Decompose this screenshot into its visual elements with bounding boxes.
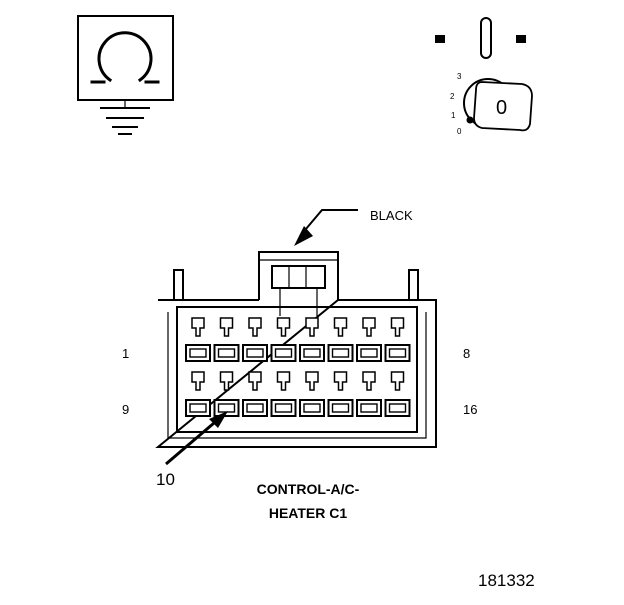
pin-12: [270, 371, 297, 417]
pin-latch: [333, 371, 348, 391]
pin-terminal-inner: [217, 403, 236, 413]
pin-latch: [219, 317, 234, 337]
pin-terminal-inner: [246, 348, 264, 358]
pin-terminal-inner: [246, 403, 264, 413]
ignition-key-icon: 3 2 1 0 0: [435, 17, 533, 136]
connector-housing: [155, 251, 437, 448]
pin-6: [327, 317, 354, 362]
pin-latch: [276, 317, 291, 337]
ignition-position-2: 2: [450, 92, 455, 101]
ignition-position-0: 0: [457, 127, 462, 136]
pin-latch: [390, 317, 405, 337]
pin-label-16: 16: [463, 402, 477, 417]
indicator-square-right: [516, 35, 526, 43]
pin-9: [185, 371, 211, 417]
key-slot-icon: [480, 17, 492, 59]
pin-7: [356, 317, 382, 362]
pin-latch: [305, 371, 319, 391]
ignition-position-3: 3: [457, 72, 462, 81]
pin-latch: [248, 317, 262, 337]
pin-latch: [362, 371, 376, 391]
pin-callout-label: 10: [156, 470, 175, 489]
ignition-position-marker: [466, 116, 474, 124]
pin-terminal-inner: [388, 403, 407, 413]
pin-16: [384, 371, 411, 417]
pin-14: [327, 371, 354, 417]
pin-latch: [362, 317, 376, 337]
connector-pins: [185, 317, 411, 417]
pin-5: [299, 317, 325, 362]
connector-title-line2: HEATER C1: [269, 505, 348, 521]
pin-latch: [333, 317, 348, 337]
pin-terminal-inner: [360, 403, 378, 413]
key-head: [473, 81, 533, 132]
pin-terminal-inner: [274, 348, 293, 358]
pin-11: [242, 371, 268, 417]
pin-terminal-inner: [303, 403, 321, 413]
pin-latch: [276, 371, 291, 391]
pin-terminal-inner: [331, 348, 350, 358]
connector-color-label: BLACK: [370, 208, 413, 223]
pin-terminal-inner: [217, 348, 236, 358]
pin-label-9: 9: [122, 402, 129, 417]
pin-latch: [305, 317, 319, 337]
pin-terminal-inner: [189, 348, 207, 358]
pin-10: [213, 371, 240, 417]
figure-number: 181332: [478, 571, 535, 590]
pin-terminal-inner: [274, 403, 293, 413]
pin-10-callout: 10: [156, 411, 228, 489]
ignition-position-1: 1: [451, 111, 456, 120]
ohm-symbol-icon: [77, 15, 174, 135]
pin-latch: [390, 371, 405, 391]
key-label: 0: [496, 97, 507, 119]
pin-13: [299, 371, 325, 417]
pin-2: [213, 317, 240, 362]
pin-3: [242, 317, 268, 362]
pin-terminal-inner: [189, 403, 207, 413]
pin-terminal-inner: [331, 403, 350, 413]
connector-title-line1: CONTROL-A/C-: [257, 481, 360, 497]
pin-terminal-inner: [360, 348, 378, 358]
color-callout: BLACK: [294, 208, 413, 246]
pin-terminal-inner: [303, 348, 321, 358]
pin-15: [356, 371, 382, 417]
pin-label-1: 1: [122, 346, 129, 361]
pin-8: [384, 317, 411, 362]
indicator-square-left: [435, 35, 445, 43]
pin-latch: [219, 371, 234, 391]
pin-label-8: 8: [463, 346, 470, 361]
pin-latch: [191, 317, 205, 337]
pin-4: [270, 317, 297, 362]
pin-1: [185, 317, 211, 362]
pin-terminal-inner: [388, 348, 407, 358]
pin-latch: [248, 371, 262, 391]
pin-latch: [191, 371, 205, 391]
